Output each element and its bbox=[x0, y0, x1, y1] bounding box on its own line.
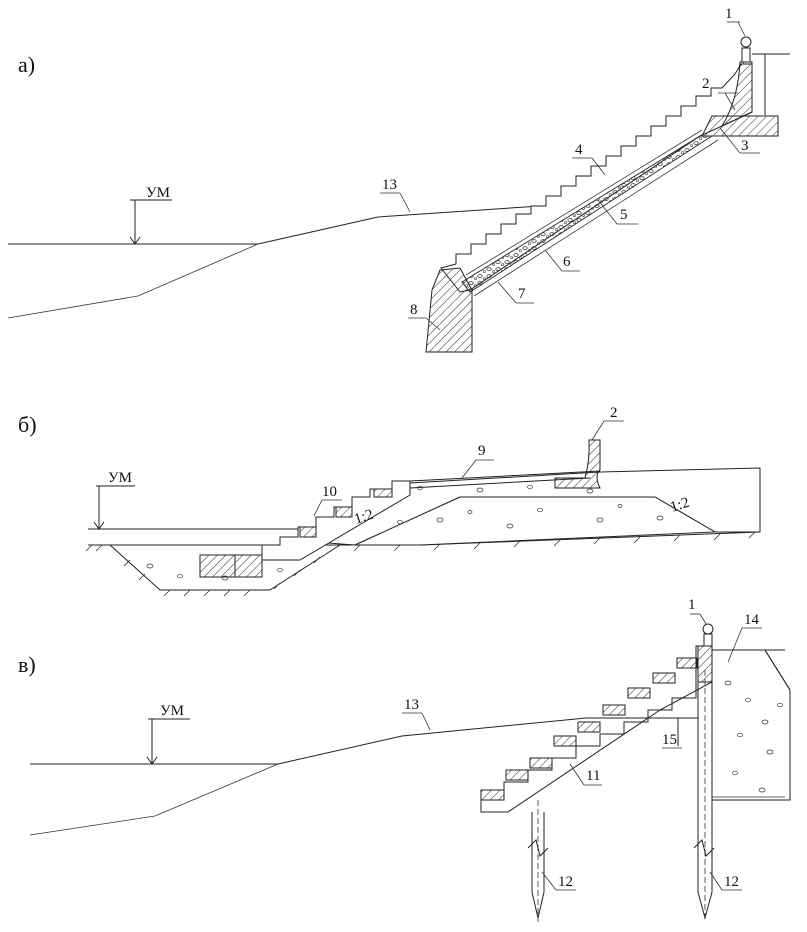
callouts-a: 1 2 3 4 5 6 7 8 13 bbox=[380, 6, 760, 331]
label-1-v: 1 bbox=[688, 597, 696, 613]
seabed-line-v bbox=[29, 763, 279, 836]
water-level-label-b: УМ bbox=[108, 470, 132, 486]
bollard-top-a bbox=[740, 36, 752, 48]
bollard-a bbox=[741, 47, 751, 63]
callouts-v: 1 14 13 15 11 12 12 bbox=[402, 597, 762, 891]
label-9-b: 9 bbox=[478, 443, 486, 459]
label-5-a: 5 bbox=[620, 207, 628, 223]
label-14-v: 14 bbox=[744, 612, 760, 628]
stepped-slab-a bbox=[440, 63, 753, 293]
parapet-b bbox=[554, 439, 601, 489]
callouts-b: 2 9 10 bbox=[313, 405, 624, 517]
label-6-a: 6 bbox=[563, 254, 571, 270]
pile-left-v bbox=[527, 800, 549, 922]
label-2-a: 2 bbox=[702, 76, 710, 92]
stones-v bbox=[724, 680, 783, 793]
paving-b bbox=[409, 470, 601, 482]
rubble-layer-a bbox=[461, 135, 714, 293]
label-3-a: 3 bbox=[741, 138, 749, 154]
label-11-v: 11 bbox=[586, 768, 600, 784]
embankment-core-b bbox=[354, 496, 717, 546]
slope-label-b-right: 1:2 bbox=[668, 495, 691, 516]
section-b-label: б) bbox=[18, 412, 37, 437]
section-v-label: в) bbox=[18, 652, 36, 677]
section-v: в) УМ bbox=[18, 597, 791, 922]
label-1-a: 1 bbox=[725, 6, 733, 22]
water-level-marker-v: УМ bbox=[146, 703, 190, 765]
ground-hatch-b bbox=[85, 531, 756, 597]
toe-block-a bbox=[425, 267, 473, 353]
seabed-line-a bbox=[7, 243, 259, 319]
slope-label-b-left: 1:2 bbox=[352, 507, 375, 528]
water-level-label-a: УМ bbox=[146, 185, 170, 201]
label-2-b: 2 bbox=[610, 405, 618, 421]
label-4-a: 4 bbox=[575, 142, 583, 158]
ground-line-v bbox=[277, 717, 587, 765]
label-12-v-right: 12 bbox=[724, 874, 739, 890]
protection-blocks-b bbox=[199, 480, 411, 578]
label-13-a: 13 bbox=[382, 177, 397, 193]
backfill-v bbox=[711, 649, 791, 801]
water-level-marker-a: УМ bbox=[129, 185, 172, 245]
label-12-v-left: 12 bbox=[558, 874, 573, 890]
base-slab-a bbox=[701, 115, 779, 137]
section-a-label: а) bbox=[18, 52, 35, 77]
label-15-v: 15 bbox=[662, 732, 677, 748]
label-10-b: 10 bbox=[322, 484, 337, 500]
water-level-marker-b: УМ bbox=[93, 470, 135, 530]
pile-right-v bbox=[693, 670, 715, 922]
ground-line-a bbox=[257, 205, 541, 245]
bollard-v bbox=[703, 633, 713, 647]
bollard-top-v bbox=[702, 623, 714, 635]
section-b: б) УМ bbox=[18, 405, 761, 597]
label-13-v: 13 bbox=[404, 697, 419, 713]
section-a: а) УМ 1 bbox=[7, 6, 790, 353]
label-7-a: 7 bbox=[518, 286, 526, 302]
label-8-a: 8 bbox=[410, 302, 418, 318]
water-level-label-v: УМ bbox=[160, 703, 184, 719]
